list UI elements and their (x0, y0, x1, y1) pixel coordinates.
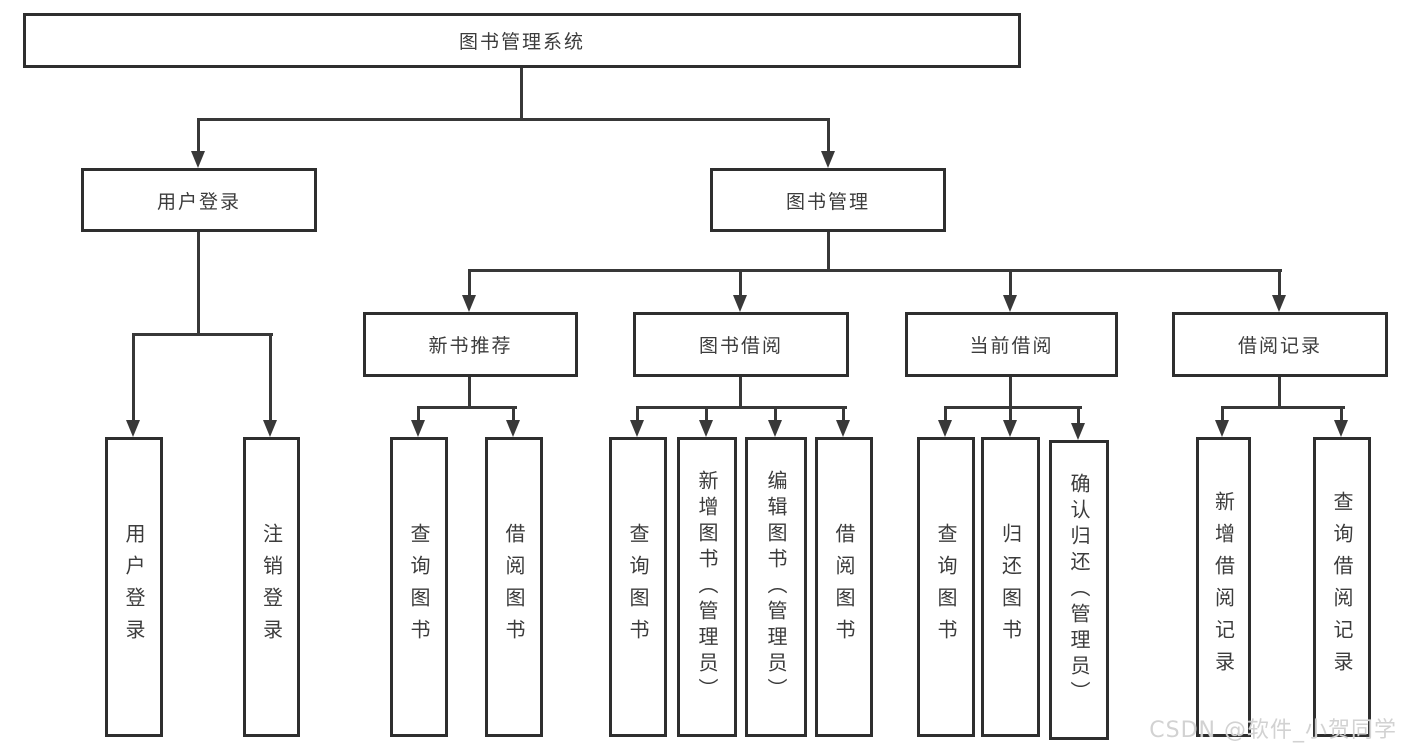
connector-line (468, 269, 471, 297)
csdn-watermark: CSDN @软件_小贺同学 (1149, 718, 1397, 743)
node-leaf-query-books-recommend: 查询图书 (390, 437, 448, 737)
arrowhead-down (699, 420, 713, 437)
connector-line (1340, 406, 1343, 423)
connector-line (827, 118, 830, 152)
node-label: 借阅图书 (502, 523, 526, 651)
arrowhead-down (126, 420, 140, 437)
node-label: 新增借阅记录 (1211, 491, 1236, 683)
node-label: 图书借阅 (698, 335, 783, 357)
connector-line (269, 333, 272, 422)
node-label: 新书推荐 (428, 335, 513, 357)
node-label: 用户登录 (156, 190, 241, 213)
arrowhead-down (263, 420, 277, 437)
node-leaf-add-books-admin: 新增图书（管理员） (677, 437, 737, 737)
node-current-borrowing: 当前借阅 (905, 312, 1118, 377)
arrowhead-down (462, 295, 476, 312)
connector-line (132, 333, 273, 336)
arrowhead-down (768, 420, 782, 437)
connector-line (417, 406, 420, 423)
connector-line (1221, 406, 1345, 409)
connector-line (705, 406, 708, 423)
connector-line (636, 406, 847, 409)
connector-line (520, 68, 523, 120)
node-library-management-system: 图书管理系统 (23, 13, 1021, 68)
node-leaf-return-books: 归还图书 (981, 437, 1040, 737)
node-label: 图书管理 (785, 190, 870, 213)
connector-line (842, 406, 845, 423)
node-label: 借阅记录 (1237, 335, 1322, 357)
node-new-book-recommendation: 新书推荐 (363, 312, 578, 377)
node-leaf-borrow-books-recommend: 借阅图书 (485, 437, 543, 737)
arrowhead-down (411, 420, 425, 437)
connector-line (1077, 406, 1080, 423)
node-label: 借阅图书 (832, 523, 856, 651)
connector-line (774, 406, 777, 423)
arrowhead-down (1272, 295, 1286, 312)
connector-line (132, 333, 135, 422)
connector-line (197, 118, 200, 152)
node-label: 图书管理系统 (458, 31, 585, 53)
connector-line (197, 232, 200, 336)
connector-line (1278, 269, 1281, 297)
connector-line (1278, 377, 1281, 409)
connector-line (1221, 406, 1224, 423)
node-leaf-query-books-current: 查询图书 (917, 437, 975, 737)
node-label: 查询图书 (626, 523, 650, 651)
arrowhead-down (1003, 420, 1017, 437)
connector-line (827, 232, 830, 272)
node-leaf-borrow-books-borrowing: 借阅图书 (815, 437, 873, 737)
node-label: 新增图书（管理员） (695, 470, 719, 704)
node-book-management: 图书管理 (710, 168, 946, 232)
node-label: 注销登录 (259, 523, 284, 651)
connector-line (417, 406, 517, 409)
connector-line (468, 377, 471, 409)
arrowhead-down (733, 295, 747, 312)
arrowhead-down (1003, 295, 1017, 312)
node-leaf-add-borrow-record: 新增借阅记录 (1196, 437, 1251, 737)
node-leaf-edit-books-admin: 编辑图书（管理员） (745, 437, 807, 737)
connector-line (944, 406, 947, 423)
node-leaf-logout: 注销登录 (243, 437, 300, 737)
arrowhead-down (191, 151, 205, 168)
node-leaf-query-borrow-record: 查询借阅记录 (1313, 437, 1371, 737)
arrowhead-down (506, 420, 520, 437)
node-book-borrowing: 图书借阅 (633, 312, 849, 377)
connector-line (197, 118, 830, 121)
arrowhead-down (630, 420, 644, 437)
connector-line (1009, 269, 1012, 297)
connector-line (636, 406, 639, 423)
node-label: 查询图书 (407, 523, 431, 651)
arrowhead-down (938, 420, 952, 437)
connector-line (512, 406, 515, 423)
arrowhead-down (1334, 420, 1348, 437)
connector-line (1009, 377, 1012, 409)
connector-line (1009, 406, 1012, 423)
arrowhead-down (821, 151, 835, 168)
node-leaf-user-login: 用户登录 (105, 437, 163, 737)
connector-line (944, 406, 1082, 409)
node-label: 确认归还（管理员） (1067, 473, 1091, 707)
node-label: 归还图书 (998, 523, 1023, 651)
node-label: 当前借阅 (969, 335, 1054, 357)
connector-line (739, 377, 742, 409)
node-label: 编辑图书（管理员） (764, 470, 788, 704)
connector-line (739, 269, 742, 297)
node-leaf-confirm-return-admin: 确认归还（管理员） (1049, 440, 1109, 740)
arrowhead-down (836, 420, 850, 437)
arrowhead-down (1215, 420, 1229, 437)
node-label: 查询借阅记录 (1330, 491, 1354, 683)
node-label: 用户登录 (122, 523, 146, 651)
node-borrowing-records: 借阅记录 (1172, 312, 1388, 377)
connector-line (468, 269, 1282, 272)
node-leaf-query-books-borrowing: 查询图书 (609, 437, 667, 737)
arrowhead-down (1071, 423, 1085, 440)
node-user-login: 用户登录 (81, 168, 317, 232)
node-label: 查询图书 (934, 523, 958, 651)
